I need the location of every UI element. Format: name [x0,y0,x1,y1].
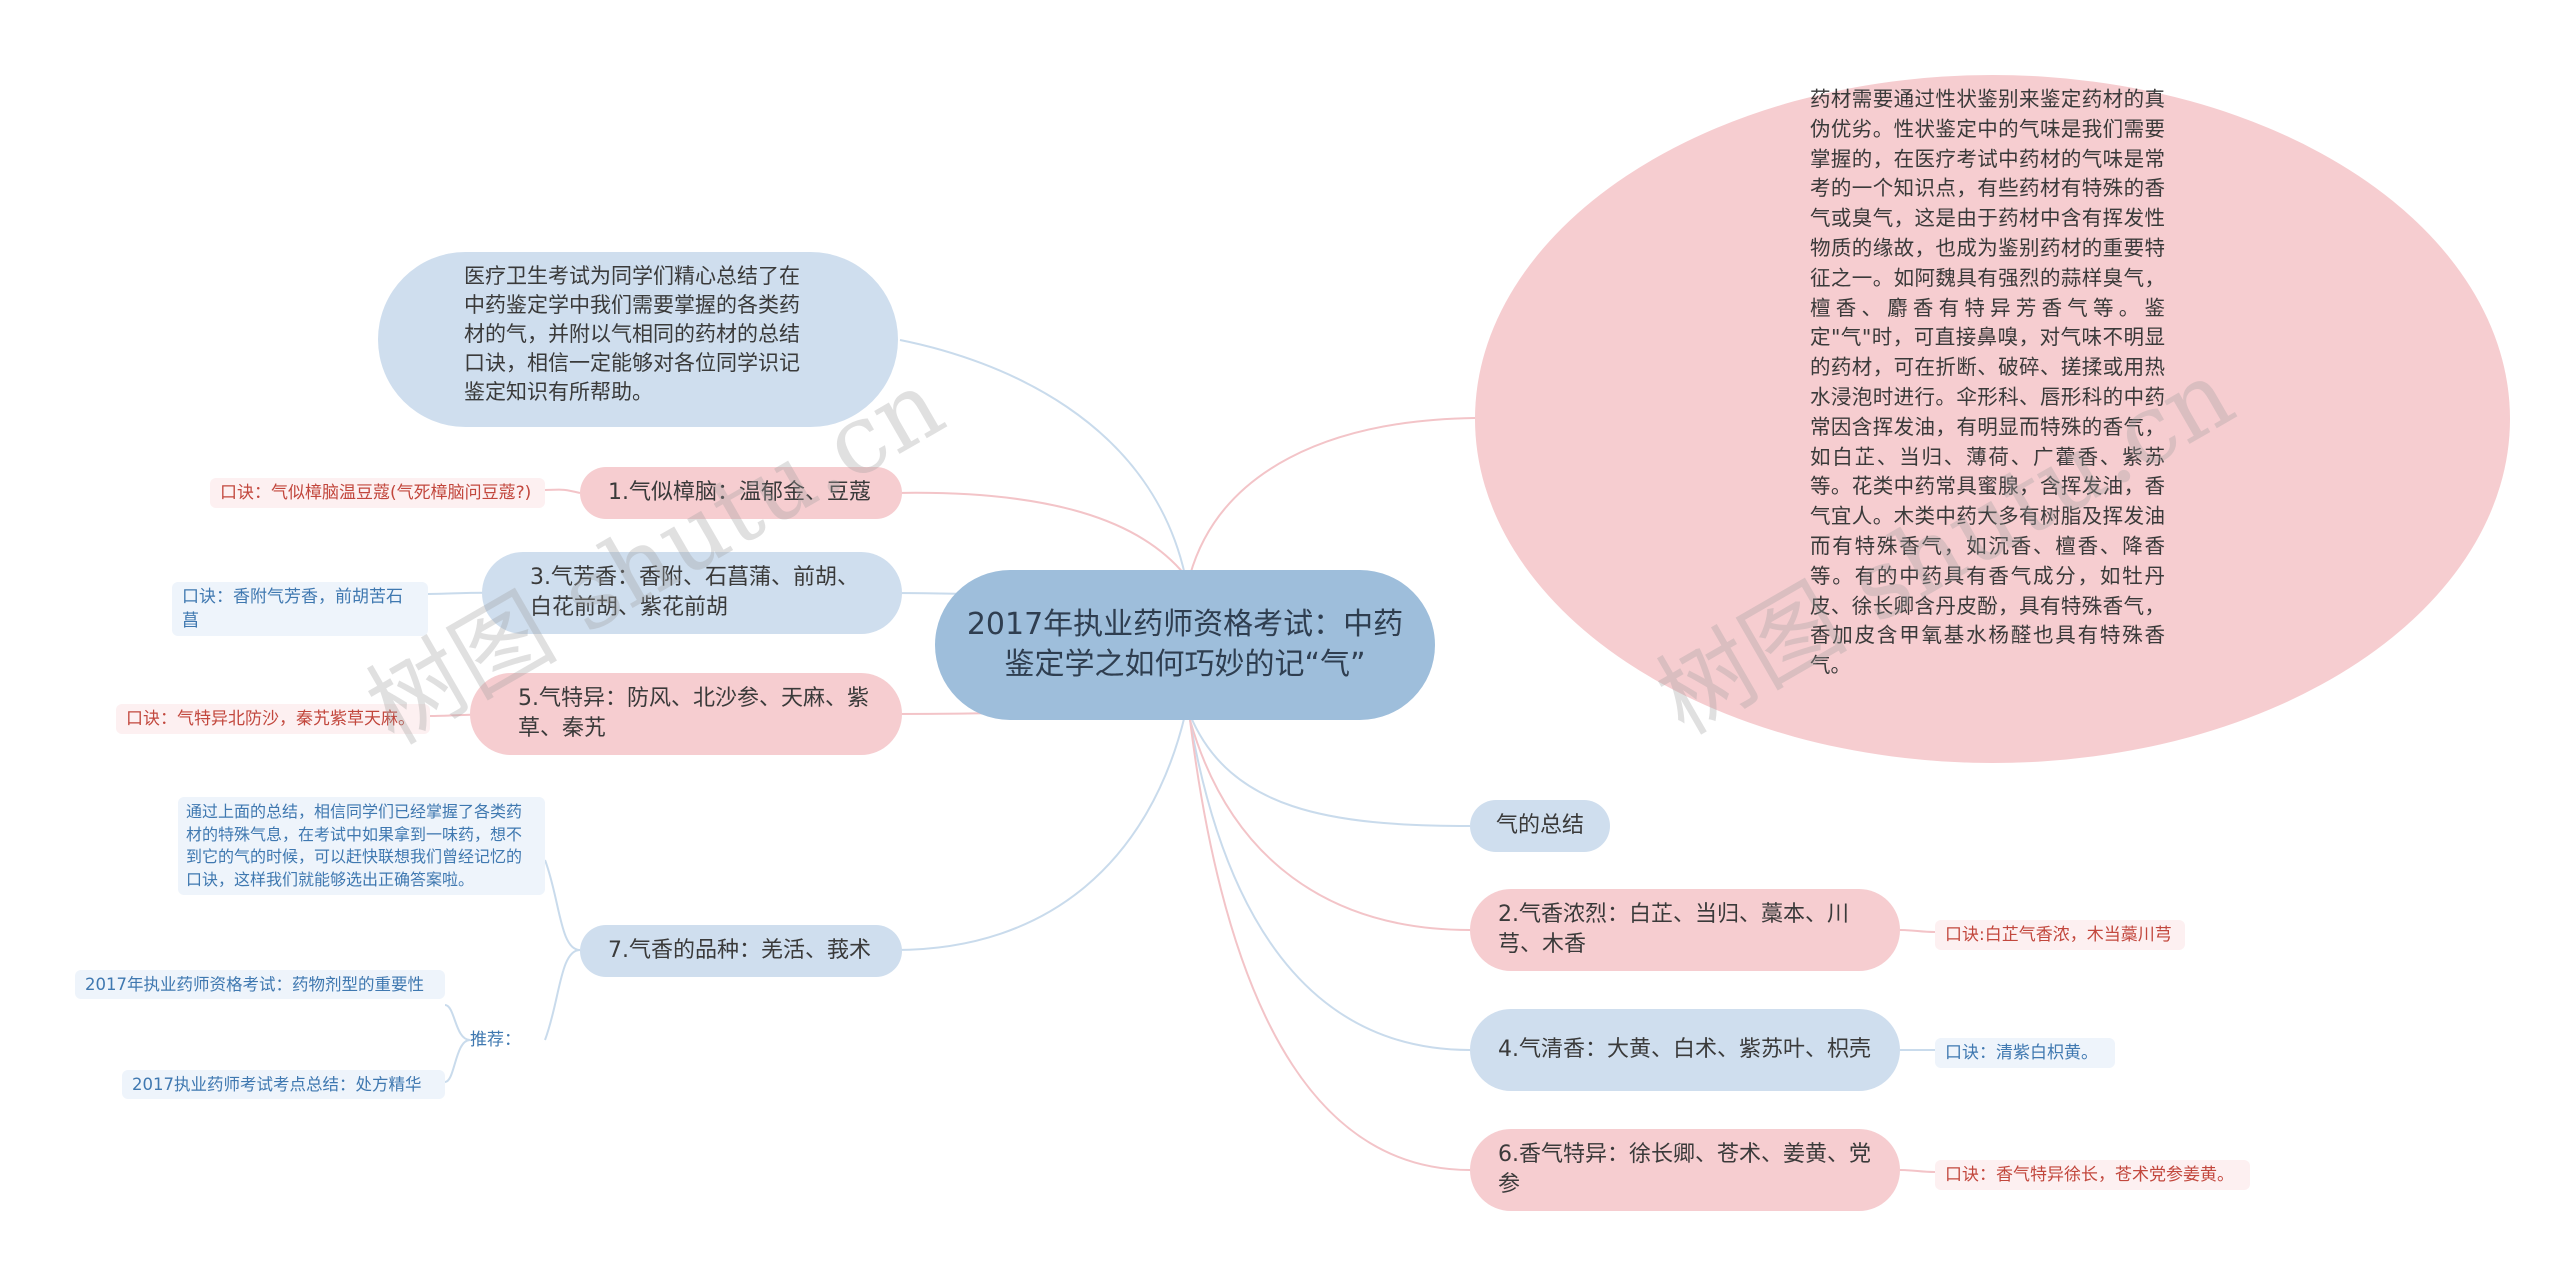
intro-bubble: 医疗卫生考试为同学们精心总结了在中药鉴定学中我们需要掌握的各类药材的气，并附以气… [378,252,898,427]
branch-4-clear-fragrance: 4.气清香：大黄、白术、紫苏叶、枳壳 [1470,1009,1900,1091]
branch-2-strong-fragrance: 2.气香浓烈：白芷、当归、藁本、川芎、木香 [1470,889,1900,971]
branch-6-special-fragrance: 6.香气特异：徐长卿、苍术、姜黄、党参 [1470,1129,1900,1211]
branch-5-special: 5.气特异：防风、北沙参、天麻、紫草、秦艽 [470,673,902,755]
central-topic: 2017年执业药师资格考试：中药鉴定学之如何巧妙的记“气” [935,570,1435,720]
branch-5-label: 5.气特异：防风、北沙参、天麻、紫草、秦艽 [518,686,869,741]
tip-1-mnemonic: 口诀：气似樟脑温豆蔻(气死樟脑问豆蔻?) [210,478,545,508]
recommend-link-1[interactable]: 2017年执业药师资格考试：药物剂型的重要性 [75,970,445,999]
branch-qi-summary: 气的总结 [1470,800,1610,852]
tip-4-mnemonic: 口诀：清紫白枳黄。 [1935,1038,2115,1068]
branch-3-label: 3.气芳香：香附、石菖蒲、前胡、白花前胡、紫花前胡 [530,565,859,620]
tip-3-mnemonic: 口诀：香附气芳香，前胡苦石菖 [172,582,428,636]
branch-7-fragrant-varieties: 7.气香的品种：羌活、莪术 [580,925,902,977]
tip-2-mnemonic: 口诀:白芷气香浓，木当藁川芎 [1935,920,2185,950]
recommend-link-2[interactable]: 2017执业药师考试考点总结：处方精华 [122,1070,445,1099]
summary-note: 通过上面的总结，相信同学们已经掌握了各类药材的特殊气息，在考试中如果拿到一味药，… [178,797,545,895]
description-bubble [1475,75,2510,763]
description-text: 药材需要通过性状鉴别来鉴定药材的真伪优劣。性状鉴定中的气味是我们需要掌握的，在医… [1810,87,2165,678]
branch-3-fragrant: 3.气芳香：香附、石菖蒲、前胡、白花前胡、紫花前胡 [482,552,902,634]
recommend-label: 推荐： [470,1030,521,1050]
branch-1-qi-like-camphor: 1.气似樟脑：温郁金、豆蔻 [580,467,902,519]
tip-5-mnemonic: 口诀：气特异北防沙，秦艽紫草天麻。 [116,704,430,734]
tip-6-mnemonic: 口诀：香气特异徐长，苍术党参姜黄。 [1935,1160,2250,1190]
